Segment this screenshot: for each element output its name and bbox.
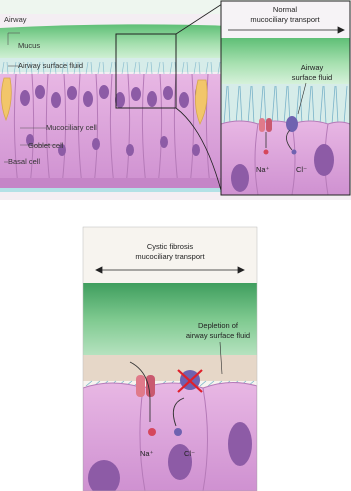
top-panel: Airway Mucus Airway surface fluid Mucoci…	[0, 0, 351, 200]
label-mucociliary-cell: Mucociliary cell	[46, 123, 97, 132]
inset-chloride-channel	[286, 116, 298, 132]
inset-cl-label: Cl⁻	[296, 165, 307, 174]
cf-cl-label: Cl⁻	[184, 449, 195, 458]
label-basal-cell: Basal cell	[8, 157, 40, 166]
cf-mucus	[83, 283, 257, 355]
label-mucus: Mucus	[18, 41, 40, 50]
bottom-panel: Cystic fibrosis mucociliary transport De…	[83, 227, 257, 491]
inset-na-ion	[264, 150, 269, 155]
label-airway-surface-fluid: Airway surface fluid	[18, 61, 83, 70]
inset-fluid-label-line2: surface fluid	[292, 73, 332, 82]
cf-nucleus-right	[228, 422, 252, 466]
basal-layer	[0, 178, 230, 188]
cf-na-ion	[148, 428, 156, 436]
label-airway: Airway	[4, 15, 27, 24]
inset-nucleus-left	[231, 164, 249, 192]
cf-title-line1: Cystic fibrosis	[147, 242, 194, 251]
cf-cl-ion	[174, 428, 182, 436]
inset-nucleus-right	[314, 144, 334, 176]
inset-title-line2: mucociliary transport	[250, 15, 320, 24]
cf-depletion-line2: airway surface fluid	[186, 331, 250, 340]
basement-membrane	[0, 188, 230, 192]
inset-fluid-label-line1: Airway	[301, 63, 324, 72]
cf-depleted-fluid	[83, 355, 257, 381]
cf-na-label: Na⁺	[140, 449, 154, 458]
inset-cl-ion	[292, 150, 297, 155]
cf-title-line2: mucociliary transport	[135, 252, 205, 261]
cf-depletion-line1: Depletion of	[198, 321, 239, 330]
inset-na-label: Na⁺	[256, 165, 270, 174]
label-goblet-cell: Goblet cell	[28, 141, 64, 150]
inset-title-line1: Normal	[273, 5, 298, 14]
